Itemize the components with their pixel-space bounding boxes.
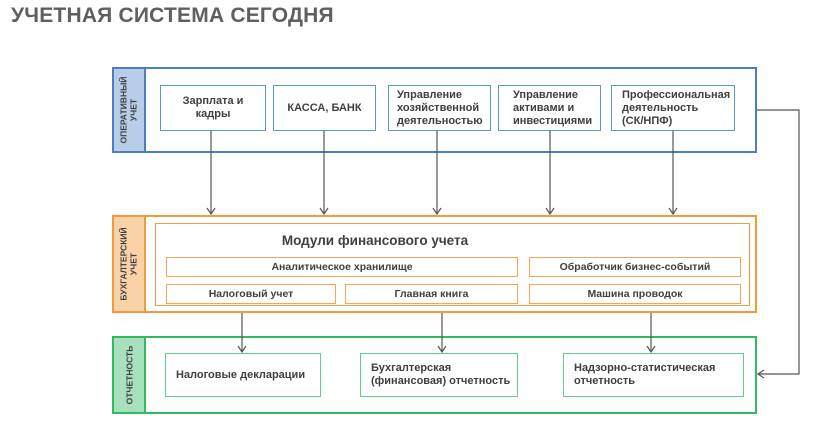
arrow-cash-to-modules bbox=[319, 131, 329, 216]
op-box-payroll[interactable]: Зарплата и кадры bbox=[160, 85, 266, 131]
arrow-operational-to-reporting bbox=[756, 109, 800, 379]
financial-modules-heading: Модули финансового учета bbox=[281, 233, 469, 248]
module-posting-engine[interactable]: Машина проводок bbox=[529, 284, 741, 304]
op-box-cash-bank[interactable]: КАССА, БАНК bbox=[273, 85, 376, 131]
report-tax-declarations[interactable]: Налоговые декларации bbox=[165, 353, 321, 397]
report-financial-statements[interactable]: Бухгалтерская (финансовая) отчетность bbox=[360, 353, 518, 397]
op-box-asset-management[interactable]: Управление активами и инвестициями bbox=[498, 85, 601, 131]
module-general-ledger[interactable]: Главная книга bbox=[345, 284, 518, 304]
report-supervisory-statistical[interactable]: Надзорно-статистическая отчетность bbox=[563, 353, 744, 397]
financial-modules-container bbox=[155, 223, 750, 306]
operational-band-label: ОПЕРАТИВНЫЙ УЧЕТ bbox=[112, 67, 146, 153]
module-business-event-handler[interactable]: Обработчик бизнес-событий bbox=[529, 257, 741, 277]
page-title: УЧЕТНАЯ СИСТЕМА СЕГОДНЯ bbox=[11, 4, 334, 27]
op-box-professional-activity[interactable]: Профессиональная деятельность (СК/НПФ) bbox=[611, 85, 735, 131]
arrow-assets-to-modules bbox=[545, 131, 555, 216]
arrow-modules-to-tax-declarations bbox=[237, 313, 247, 354]
module-analytics-storage[interactable]: Аналитическое хранилище bbox=[166, 257, 518, 277]
arrow-payroll-to-modules bbox=[206, 131, 216, 216]
arrow-professional-to-modules bbox=[668, 131, 678, 216]
arrow-business-to-modules bbox=[432, 131, 442, 216]
module-tax-accounting[interactable]: Налоговый учет bbox=[166, 284, 336, 304]
op-box-business-management[interactable]: Управление хозяйственной деятельностью bbox=[388, 85, 491, 131]
arrow-modules-to-financial-statements bbox=[437, 313, 447, 354]
accounting-band-label: БУХГАЛТЕРСКИЙ УЧЕТ bbox=[112, 215, 146, 313]
arrow-modules-to-supervisory-reports bbox=[646, 313, 656, 354]
reporting-band-label: ОТЧЕТНОСТЬ bbox=[112, 336, 146, 414]
